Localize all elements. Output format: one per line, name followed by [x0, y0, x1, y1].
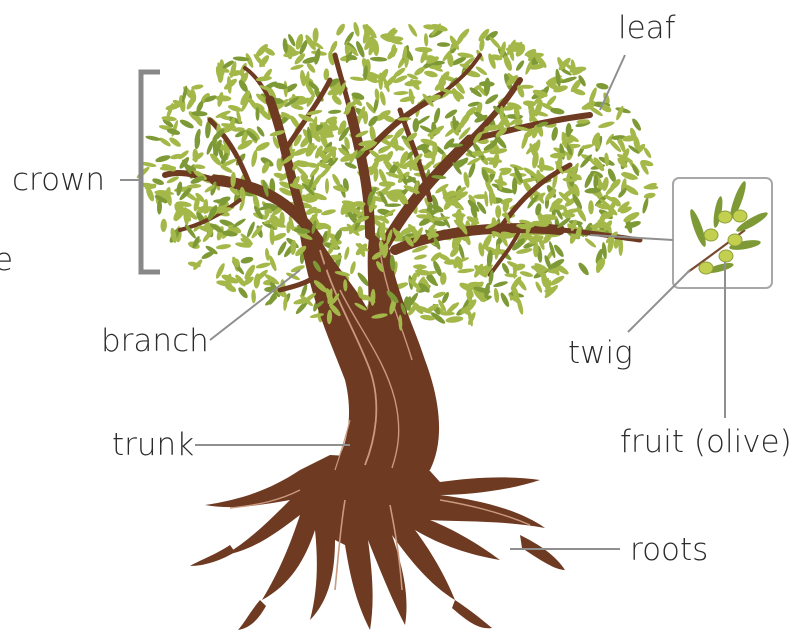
leaf-mark — [444, 108, 459, 120]
label-branch: branch — [101, 323, 209, 359]
olive-fruit — [719, 250, 733, 262]
leaf-mark — [343, 246, 350, 260]
leaf-mark — [155, 154, 172, 164]
leaf-mark — [415, 47, 433, 53]
olive-fruit — [718, 211, 732, 223]
leaf-mark — [213, 199, 226, 203]
leaf-mark — [170, 153, 183, 160]
label-twig: twig — [568, 335, 633, 371]
leaf-mark — [255, 261, 271, 269]
leaf-mark — [643, 192, 656, 200]
leaf-mark — [423, 69, 438, 78]
root-tip — [238, 600, 266, 630]
leaf-mark — [577, 261, 591, 277]
olive-fruit — [704, 229, 718, 241]
leaf-mark — [483, 191, 488, 207]
olive-fruit — [733, 210, 747, 222]
leaf-mark — [269, 227, 275, 245]
leaf-mark — [445, 315, 463, 323]
leaf-mark — [237, 286, 250, 300]
twig-leader — [628, 270, 690, 332]
label-roots: roots — [630, 532, 708, 568]
leaf-mark — [160, 219, 167, 232]
root-tip — [520, 535, 565, 570]
label-trunk: trunk — [112, 427, 194, 463]
leaf-mark — [588, 200, 594, 214]
leaf-mark — [493, 280, 509, 288]
leaf-mark — [424, 33, 429, 47]
leaf-mark — [379, 91, 387, 107]
leaf-mark — [168, 136, 182, 149]
leaf-mark — [456, 27, 471, 43]
leaf-mark — [313, 48, 322, 66]
leaf-mark — [433, 107, 442, 124]
leaf-mark — [374, 88, 380, 101]
leaf-mark — [240, 256, 254, 265]
label-fruit: fruit (olive) — [620, 424, 792, 460]
leaf-mark — [641, 197, 649, 214]
leaf-mark — [290, 63, 304, 71]
leaf-mark — [325, 178, 329, 193]
leaf-mark — [437, 42, 450, 47]
leaf-mark — [583, 171, 595, 189]
root-mass — [205, 455, 545, 630]
leaf-mark — [352, 21, 360, 37]
leaf-mark — [349, 261, 357, 275]
root-tip — [452, 600, 492, 628]
leaf-mark — [312, 28, 319, 43]
leaf-mark — [550, 126, 559, 141]
leaf-mark — [335, 22, 347, 36]
leaf-mark — [216, 243, 232, 250]
leaf-mark — [413, 253, 427, 260]
leaf-mark — [413, 264, 427, 269]
leaf-mark — [321, 208, 337, 216]
leaf-mark — [379, 181, 396, 187]
leaf-mark — [597, 120, 615, 129]
leaf-mark — [370, 56, 387, 61]
crown-bracket — [120, 72, 160, 272]
leaf-mark — [328, 109, 341, 114]
olive-fruit — [728, 234, 742, 246]
root-tip — [190, 545, 235, 566]
leaf-mark — [179, 118, 195, 130]
leaf-mark — [522, 166, 539, 179]
leaf-mark — [519, 270, 533, 278]
leaf-mark — [515, 59, 526, 72]
leaf-leader — [600, 55, 625, 110]
leaf-mark — [251, 289, 256, 303]
leaf-mark — [407, 23, 419, 38]
leaf-mark — [232, 217, 247, 228]
leaf-mark — [393, 91, 408, 96]
label-crown: crown — [12, 162, 105, 198]
leaf-mark — [452, 213, 466, 218]
leaf-mark — [596, 82, 610, 90]
leaf-mark — [642, 146, 652, 159]
leaf-mark — [145, 135, 161, 142]
leaf-mark — [250, 149, 258, 167]
leaf-mark — [584, 237, 597, 249]
leaf-mark — [350, 76, 366, 82]
leaf-mark — [488, 36, 502, 51]
leaf-mark — [495, 205, 501, 218]
olive-fruit — [699, 262, 713, 274]
roots — [190, 455, 565, 630]
label-leaf: leaf — [618, 10, 676, 46]
label-edge-fragment: e — [0, 242, 13, 278]
